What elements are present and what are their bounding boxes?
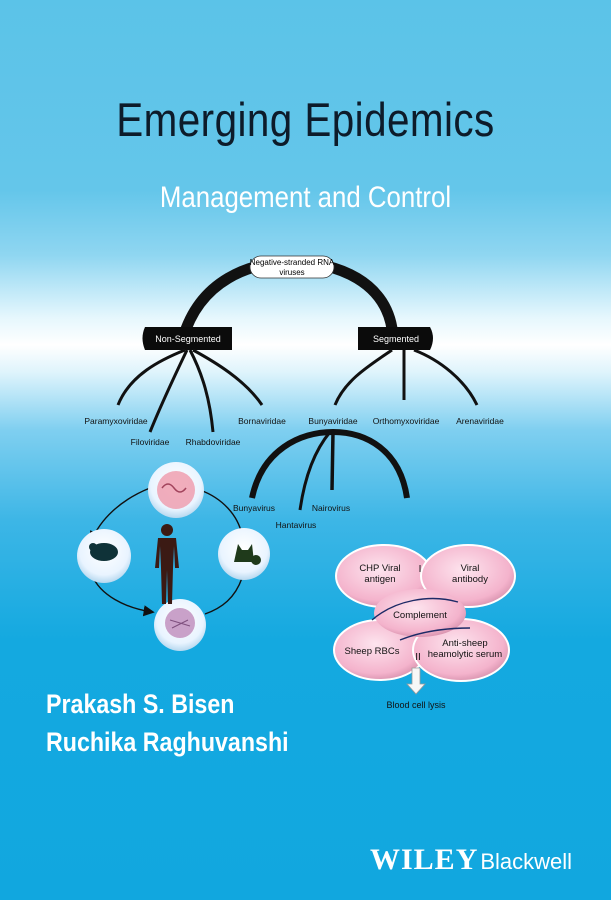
publisher-logo: WILEYBlackwell xyxy=(370,843,572,877)
branch-hantavirus xyxy=(298,431,332,511)
family-bunyaviridae: Bunyaviridae xyxy=(308,416,357,426)
family-filoviridae: Filoviridae xyxy=(131,437,170,447)
family-bornaviridae: Bornaviridae xyxy=(238,416,286,426)
petal-label-sheep-rbcs: Sheep RBCs xyxy=(345,646,400,657)
publisher-name: WILEY xyxy=(370,843,479,876)
stage-one-label: I xyxy=(419,564,422,575)
petal-label-chp-1: CHP Viral xyxy=(359,563,400,574)
petal-top-right xyxy=(420,544,516,608)
segmented-node xyxy=(358,327,433,350)
family-orthomyxoviridae: Orthomyxoviridae xyxy=(373,416,440,426)
down-arrow-icon xyxy=(406,667,426,695)
rodent-icon xyxy=(90,543,118,561)
segmented-label: Segmented xyxy=(373,334,419,344)
petal-label-viral-2: antibody xyxy=(452,574,488,585)
author-2: Ruchika Raghuvanshi xyxy=(46,727,289,757)
transmission-cycle xyxy=(77,462,270,651)
branch-bunyaviridae xyxy=(333,348,393,406)
author-1: Prakash S. Bisen xyxy=(46,689,235,719)
non-segmented-label: Non-Segmented xyxy=(155,334,221,344)
cat-icon xyxy=(234,544,254,562)
petal-label-chp-2: antigen xyxy=(364,574,395,585)
branch-rhabdoviridae xyxy=(188,349,215,433)
genus-nairovirus: Nairovirus xyxy=(312,503,350,513)
genus-arc xyxy=(249,428,410,499)
petal-label-serum-2: heamolytic serum xyxy=(428,649,503,660)
publisher-imprint: Blackwell xyxy=(480,849,573,874)
family-paramyxoviridae: Paramyxoviridae xyxy=(84,416,148,426)
result-label: Blood cell lysis xyxy=(386,700,446,710)
branch-bornaviridae xyxy=(192,348,264,406)
virus-tree: Negative-stranded RNA viruses Non-Segmen… xyxy=(84,255,504,530)
genus-hantavirus: Hantavirus xyxy=(276,520,317,530)
petal-center xyxy=(374,589,466,637)
petal-label-serum-1: Anti-sheep xyxy=(442,638,487,649)
family-rhabdoviridae: Rhabdoviridae xyxy=(186,437,241,447)
root-label-1: Negative-stranded RNA xyxy=(250,258,335,267)
branch-nairovirus xyxy=(330,431,335,491)
petal-label-viral-1: Viral xyxy=(461,563,480,574)
genus-bunyavirus: Bunyavirus xyxy=(233,503,275,513)
book-title: Emerging Epidemics xyxy=(116,93,495,146)
branch-filoviridae xyxy=(148,349,189,433)
human-figure-icon xyxy=(155,524,179,604)
root-label-2: viruses xyxy=(279,268,304,277)
stage-two-label: II xyxy=(415,652,421,663)
family-arenaviridae: Arenaviridae xyxy=(456,416,504,426)
book-subtitle: Management and Control xyxy=(159,181,452,214)
petal-label-complement: Complement xyxy=(393,610,447,621)
complement-diagram: CHP Viral antigen Viral antibody Complem… xyxy=(333,544,516,710)
branch-paramyxoviridae xyxy=(116,348,186,406)
root-node xyxy=(249,255,335,279)
branch-arenaviridae xyxy=(413,348,479,406)
non-segmented-node xyxy=(142,327,232,350)
